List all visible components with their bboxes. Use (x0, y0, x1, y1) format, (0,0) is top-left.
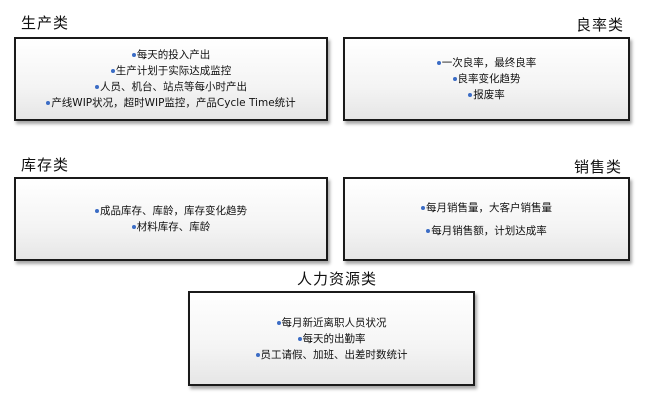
bullet-icon (468, 93, 473, 97)
yield-item: 一次良率，最终良率 (436, 55, 536, 71)
sales-item: 每月销售额，计划达成率 (426, 223, 547, 239)
bullet-icon (436, 61, 441, 65)
inventory-item: 成品库存、库龄，库存变化趋势 (95, 203, 247, 219)
inventory-item: 材料库存、库龄 (131, 219, 210, 235)
hr-item: 每天的出勤率 (297, 331, 366, 347)
bullet-icon (95, 85, 99, 89)
bullet-icon (255, 352, 260, 357)
bullet-icon (421, 205, 425, 210)
production-item: 人员、机台、站点等每小时产出 (95, 79, 247, 95)
bullet-icon (131, 53, 136, 57)
bullet-icon (110, 69, 115, 73)
inventory-box: 成品库存、库龄，库存变化趋势 材料库存、库龄 (14, 177, 328, 261)
bullet-icon (46, 101, 51, 105)
yield-item: 良率变化趋势 (452, 71, 521, 87)
sales-title: 销售类 (574, 158, 623, 176)
sales-box: 每月销售量，大客户销售量 每月销售额，计划达成率 (343, 177, 630, 261)
production-item: 生产计划于实际达成监控 (110, 63, 231, 79)
bullet-icon (276, 320, 281, 325)
production-item: 每天的投入产出 (131, 47, 210, 63)
production-title: 生产类 (21, 14, 70, 32)
inventory-title: 库存类 (21, 156, 70, 174)
bullet-icon (452, 77, 457, 81)
yield-title: 良率类 (576, 16, 625, 34)
yield-item: 报废率 (468, 87, 505, 103)
hr-item: 每月新近离职人员状况 (276, 315, 387, 331)
yield-box: 一次良率，最终良率 良率变化趋势 报废率 (343, 37, 630, 121)
bullet-icon (426, 228, 431, 233)
production-item: 产线WIP状况，超时WIP监控，产品Cycle Time统计 (46, 95, 296, 111)
sales-item: 每月销售量，大客户销售量 (421, 200, 552, 216)
hr-item: 员工请假、加班、出差时数统计 (255, 347, 408, 363)
production-box: 每天的投入产出 生产计划于实际达成监控 人员、机台、站点等每小时产出 产线WIP… (14, 37, 328, 121)
bullet-icon (297, 336, 302, 341)
bullet-icon (131, 225, 136, 229)
hr-box: 每月新近离职人员状况 每天的出勤率 员工请假、加班、出差时数统计 (188, 291, 475, 386)
hr-title: 人力资源类 (297, 270, 378, 288)
bullet-icon (95, 209, 99, 213)
